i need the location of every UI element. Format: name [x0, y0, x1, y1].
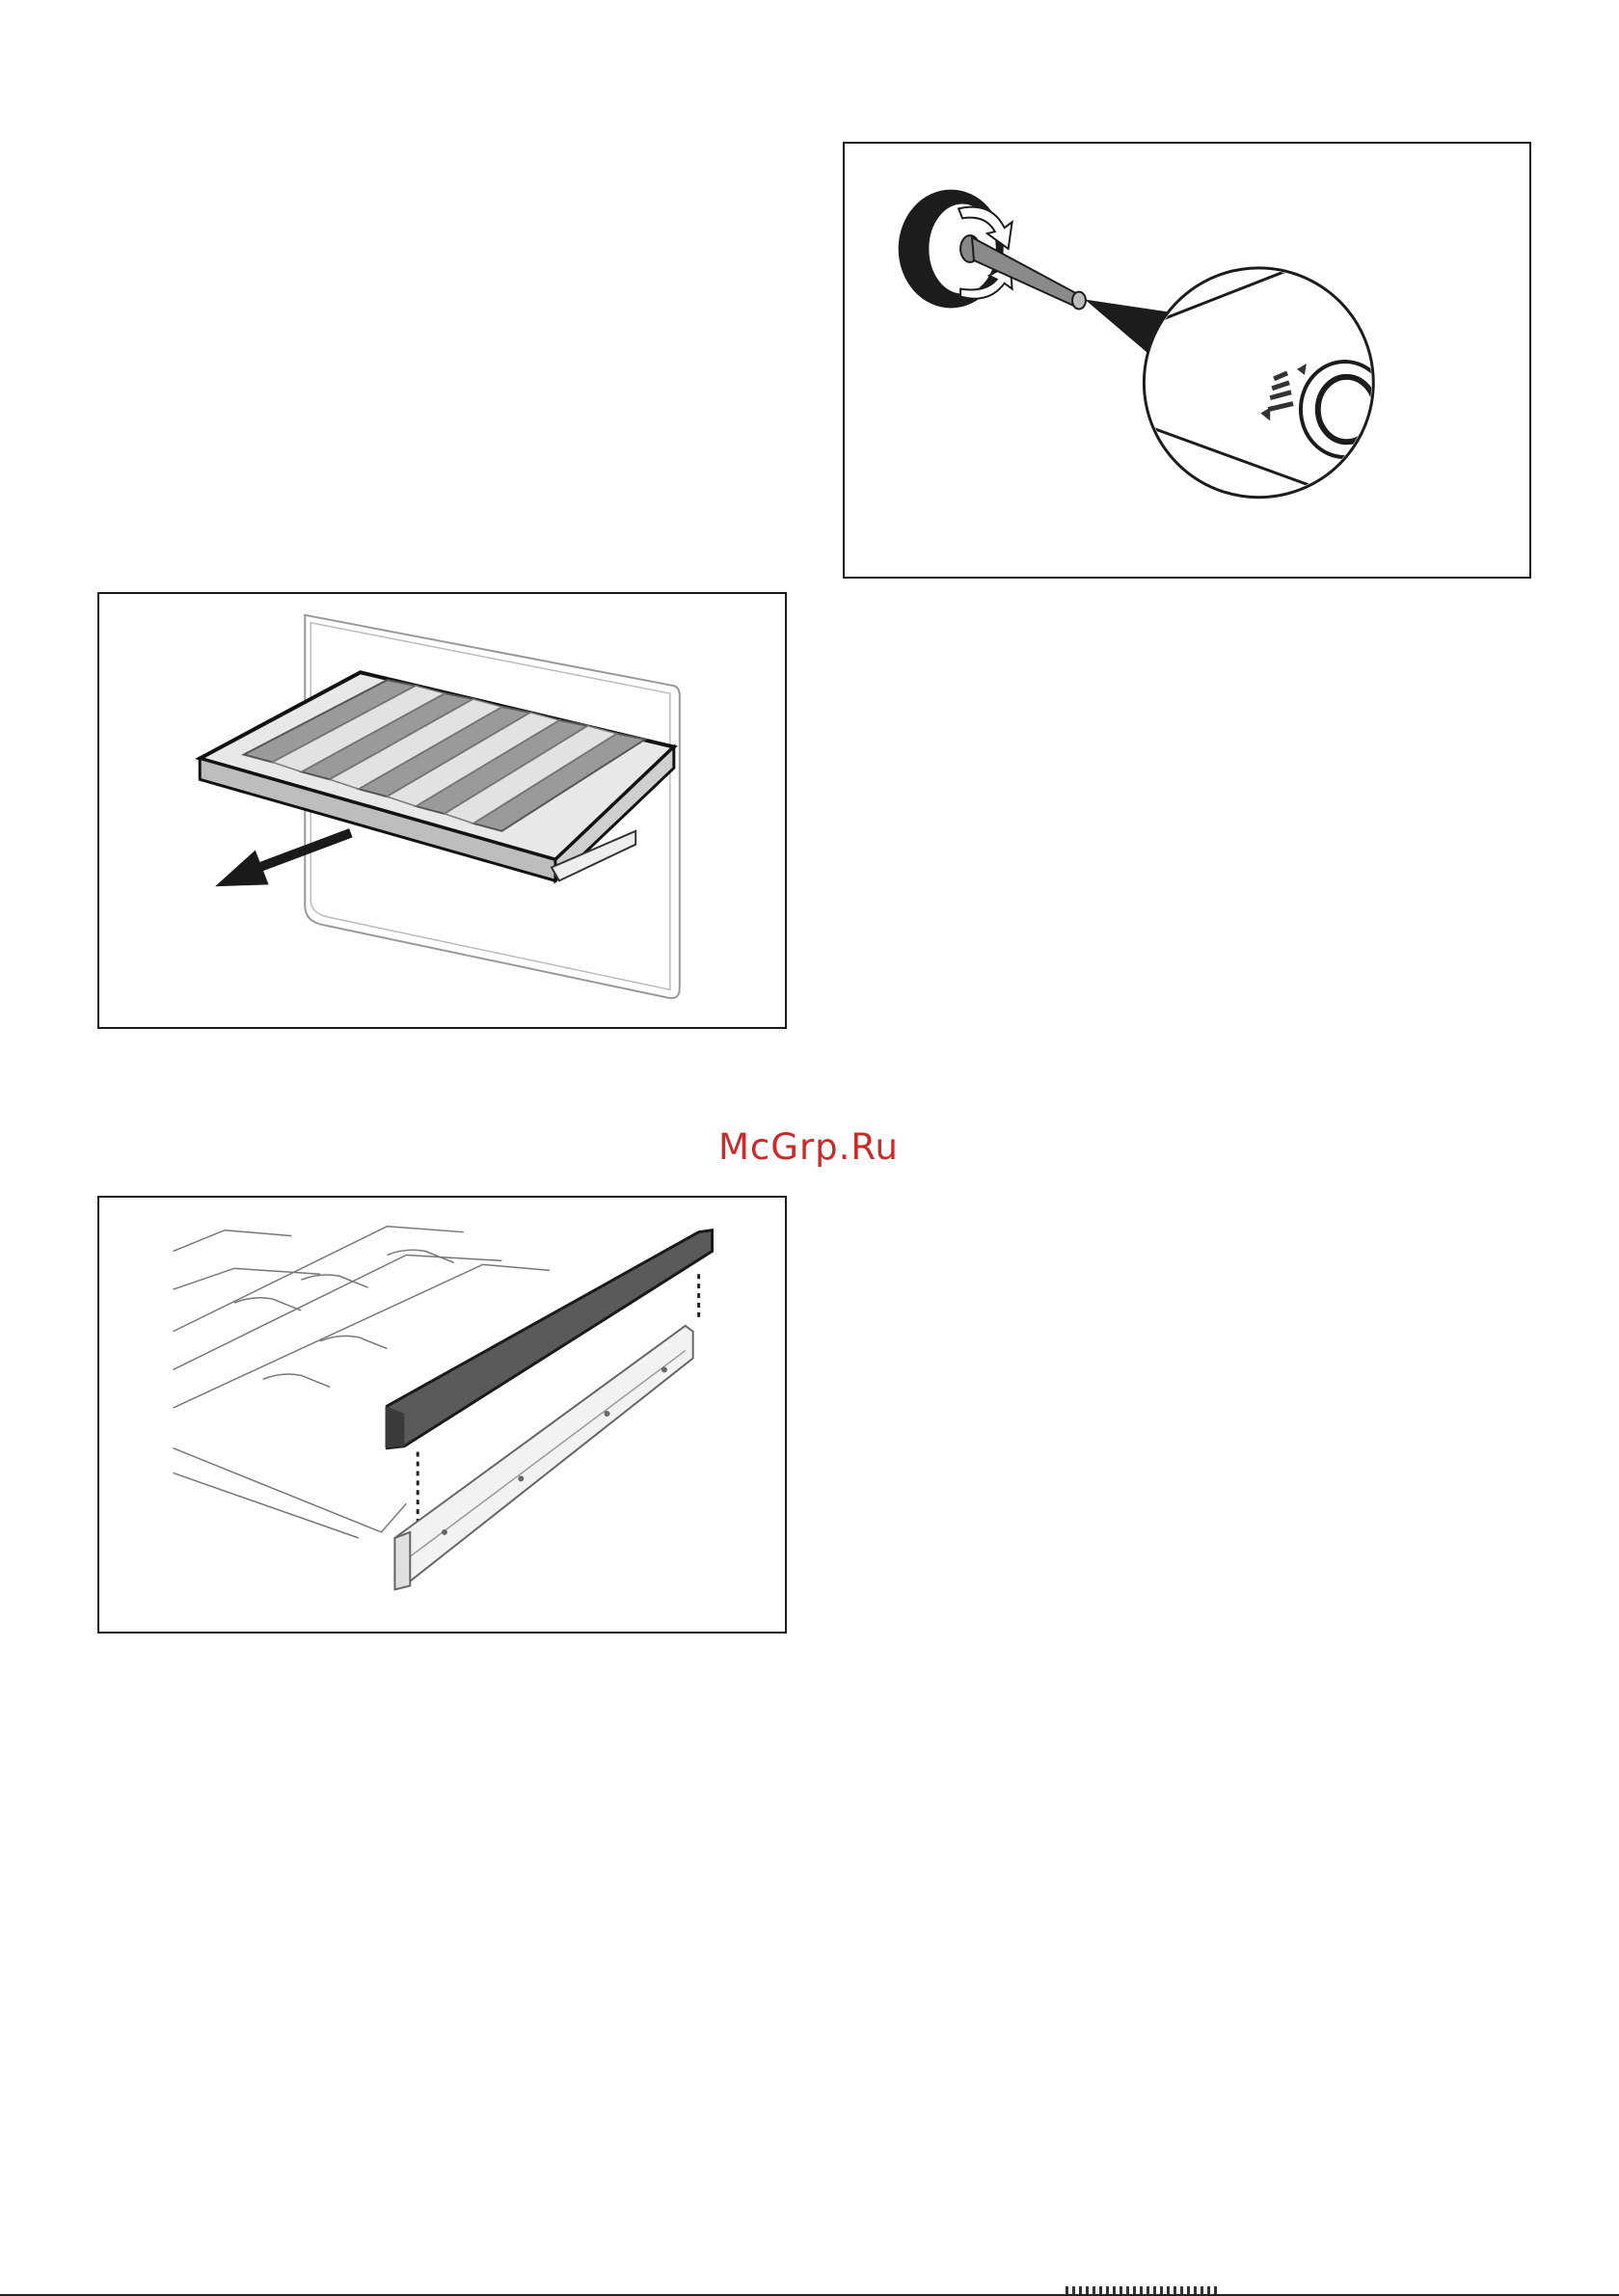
shelf-illustration — [97, 592, 787, 1029]
shelf-drawing — [99, 594, 785, 1027]
front-trim-strip — [388, 1230, 713, 1448]
print-marks — [1066, 2286, 1220, 2294]
watermark-text: McGrp.Ru — [718, 1126, 899, 1168]
pull-out-arrow-icon — [215, 833, 351, 887]
rail-illustration — [97, 1196, 787, 1634]
knob-drawing — [845, 144, 1529, 577]
rail-drawing — [99, 1198, 785, 1632]
knob-illustration — [843, 142, 1531, 579]
slide-rail — [394, 1326, 692, 1590]
